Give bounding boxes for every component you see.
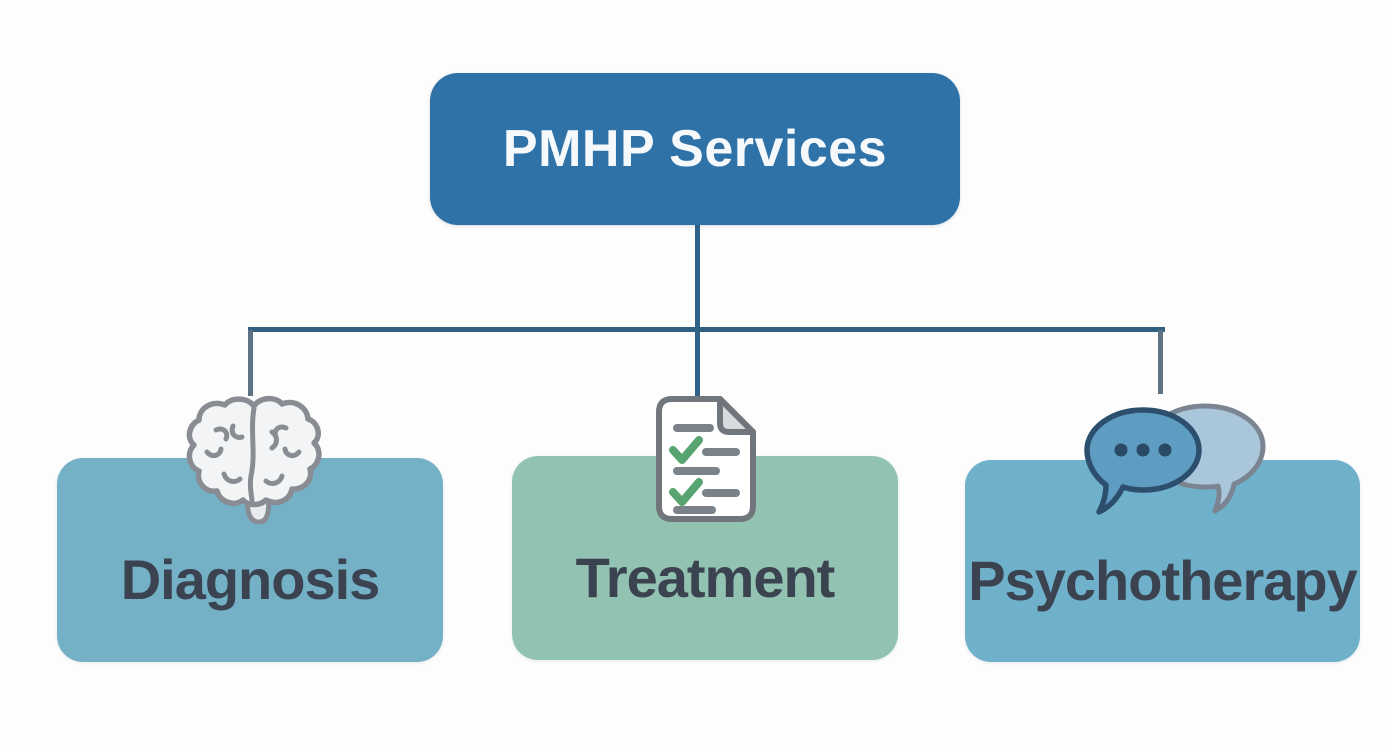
node-treatment: Treatment <box>512 456 898 660</box>
connector-drop-diagnosis <box>248 330 253 396</box>
node-treatment-label: Treatment <box>575 545 836 609</box>
connector-drop-psychotherapy <box>1158 330 1163 394</box>
speech-bubbles-icon <box>1084 403 1266 515</box>
node-psychotherapy-label: Psychotherapy <box>968 548 1357 612</box>
node-diagnosis-label: Diagnosis <box>120 547 381 611</box>
checklist-icon <box>656 396 756 522</box>
connector-horizontal-bar <box>248 327 1165 332</box>
connector-drop-treatment <box>695 330 700 397</box>
brain-icon <box>186 395 322 525</box>
node-psychotherapy: Psychotherapy <box>965 460 1360 662</box>
root-node-pmhp-services: PMHP Services <box>430 73 960 225</box>
connector-root-stem <box>695 224 700 330</box>
root-node-label: PMHP Services <box>502 120 888 178</box>
